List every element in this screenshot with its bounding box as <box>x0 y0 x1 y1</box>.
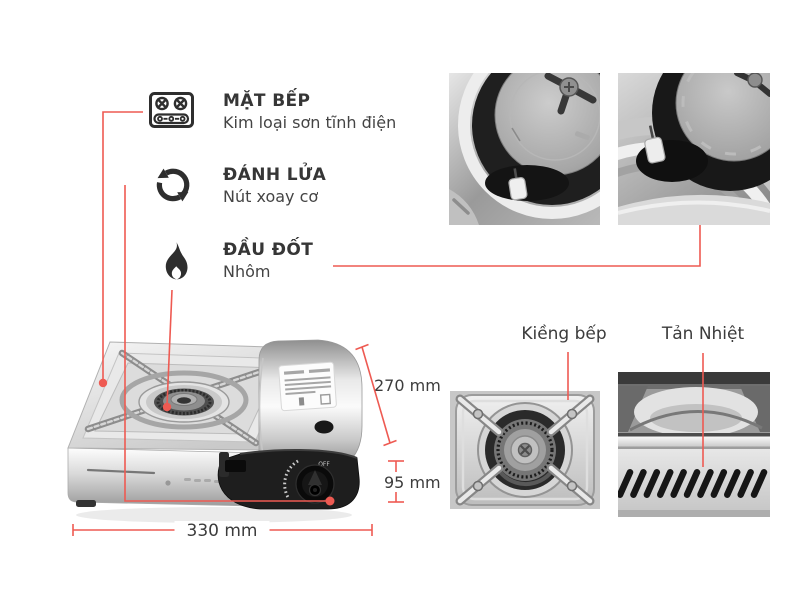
flame-icon <box>160 241 193 283</box>
callout-label-trivet: Kiềng bếp <box>521 324 607 344</box>
feature-subtitle-ignition: Nút xoay cơ <box>223 187 319 206</box>
cooktop-icon <box>149 92 194 128</box>
dimension-height-label: 95 mm <box>384 473 441 492</box>
feature-subtitle-burner: Nhôm <box>223 262 271 281</box>
feature-title-ignition: ĐÁNH LỬA <box>223 165 327 185</box>
stove-product-image: OFF <box>62 330 364 525</box>
callout-label-heat-dissipation: Tản Nhiệt <box>661 324 745 344</box>
feature-subtitle-cooktop: Kim loại sơn tĩnh điện <box>223 113 397 132</box>
photo-burner-detail-1 <box>449 73 600 225</box>
dimension-depth-label: 270 mm <box>374 376 441 395</box>
feature-title-burner: ĐẦU ĐỐT <box>223 240 314 260</box>
photo-burner-detail-2 <box>618 73 770 225</box>
ignition-rotate-icon <box>152 163 194 207</box>
photo-trivet-top-view <box>450 391 600 509</box>
feature-title-cooktop: MẶT BẾP <box>223 91 311 111</box>
photo-heat-vents <box>618 372 770 517</box>
dimension-width-label: 330 mm <box>174 521 270 541</box>
